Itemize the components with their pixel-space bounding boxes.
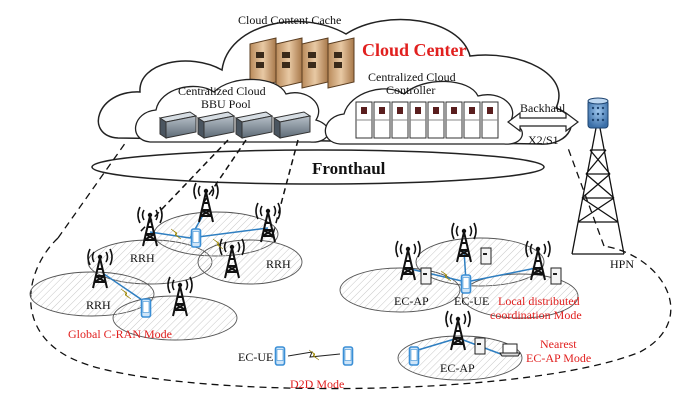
ec-ap-label: EC-AP [394,294,429,308]
rrh-label: RRH [266,257,291,271]
edge-server-icon [420,267,432,285]
ec-ap-label: EC-AP [440,361,475,375]
cran-ue-phone-icon [190,228,202,248]
d2d-phone-icon [274,346,286,366]
ec-ue-phone-icon [408,346,420,366]
d2d-link [287,349,341,361]
backhaul-arrow [507,111,579,133]
rrh-label: RRH [130,251,155,265]
hpn-tower [571,97,625,255]
rrh-label: RRH [86,298,111,312]
bbu-pool-servers [158,111,312,139]
fronthaul-links [139,139,299,239]
fronthaul-label: Fronthaul [312,159,386,178]
nearest-mode-label-line1: Nearest [540,337,577,351]
laptop-icon [499,343,521,357]
nearest-mode-label-line2: EC-AP Mode [526,351,591,365]
bbu-pool-label-line2: BBU Pool [201,97,251,111]
bbu-pool-label-line1: Centralized Cloud [178,84,266,98]
ec-ue-label: EC-UE [238,350,273,364]
cran-ue-phone-icon [140,298,152,318]
local-cells [339,237,579,319]
controller-label-line2: Controller [386,83,435,97]
edge-server-icon [480,247,492,265]
global-cran-mode-label: Global C-RAN Mode [68,327,172,341]
ec-ue-label: EC-UE [454,294,489,308]
d2d-phone-icon [342,346,354,366]
fronthaul-ring [91,149,545,185]
hpn-coverage-boundary [30,141,672,390]
backhaul-label: Backhaul [520,101,566,115]
cloud-center-title: Cloud Center [362,40,467,60]
controller-server-racks [355,101,499,139]
ec-ue-phone-icon [460,274,472,294]
cloud-content-cache-servers [249,37,355,89]
controller-label-line1: Centralized Cloud [368,70,456,84]
hpn-label: HPN [610,257,634,271]
cran-cells [29,211,303,341]
local-mode-label-line1: Local distributed [498,294,580,308]
edge-server-icon [474,337,486,355]
cloud-content-cache-label: Cloud Content Cache [238,13,341,27]
x2-s1-label: X2/S1 [528,133,559,147]
d2d-mode-label: D2D Mode [290,377,344,391]
local-mode-label-line2: coordination Mode [490,308,582,322]
edge-server-icon [550,267,562,285]
